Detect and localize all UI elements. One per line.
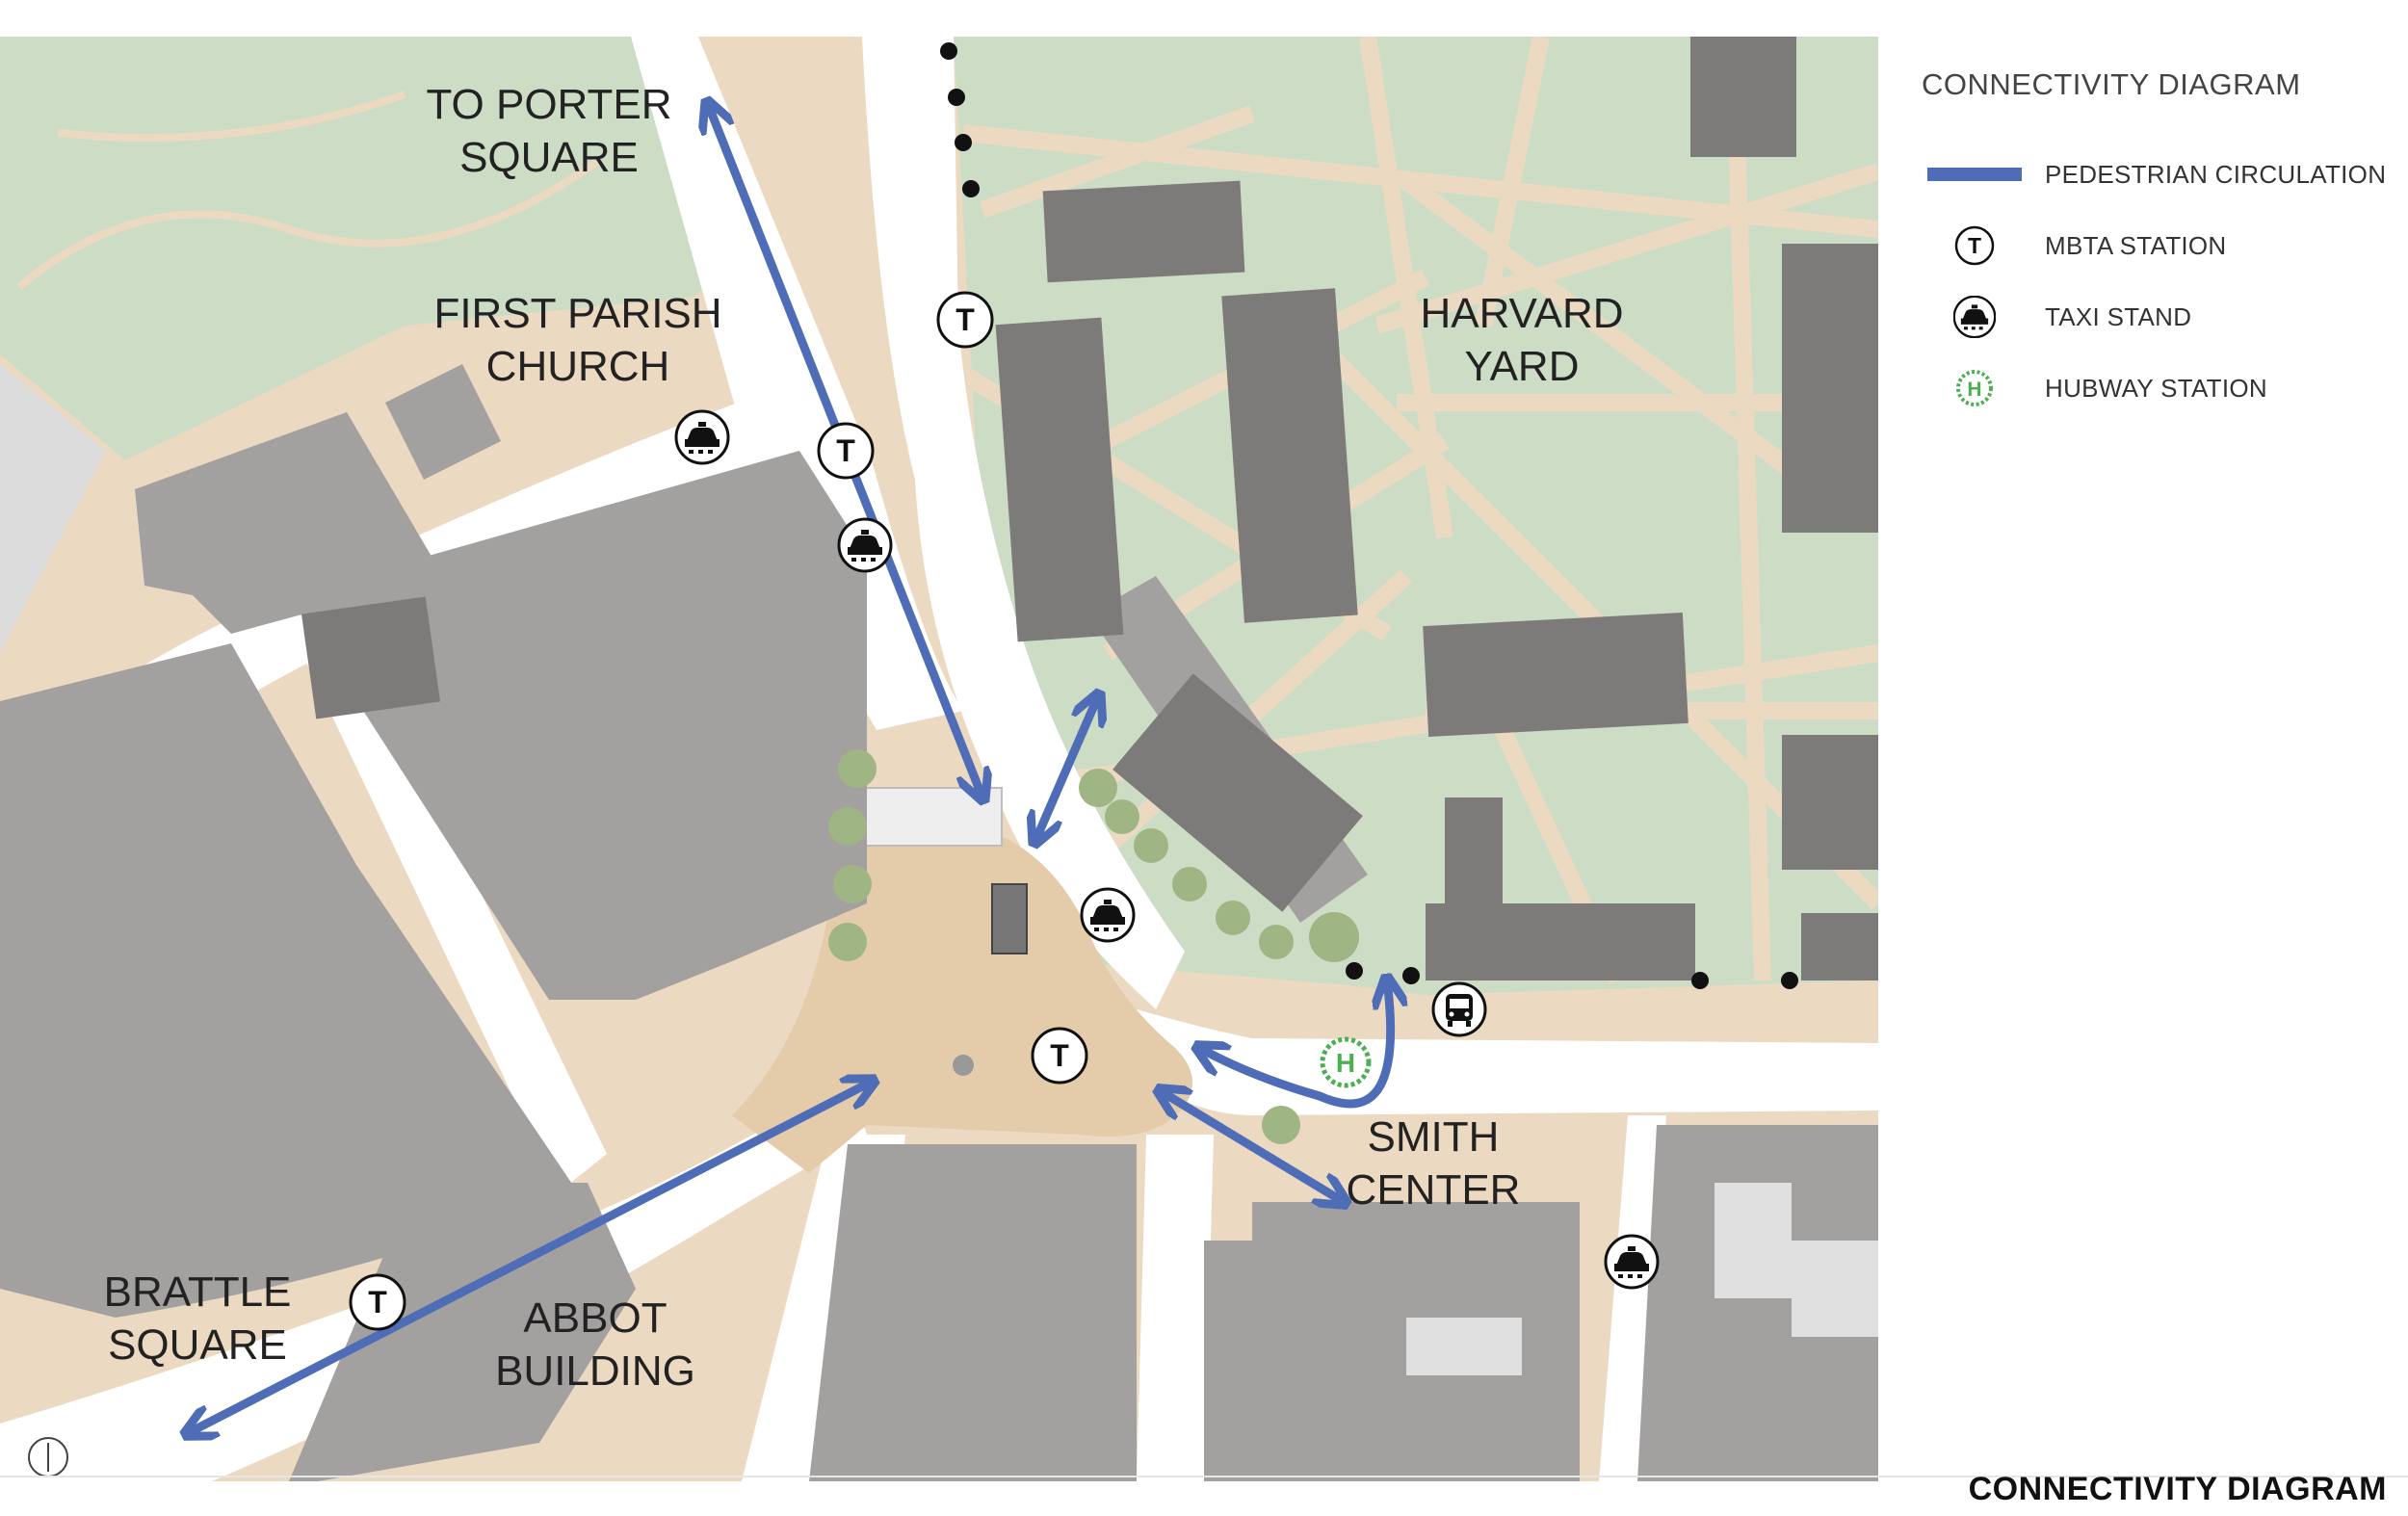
pedestrian-line-icon: [1927, 168, 2022, 181]
legend-label: TAXI STAND: [2045, 301, 2192, 331]
bus-icon: [1431, 981, 1487, 1037]
label-brattle-square: SQUARE: [108, 1321, 287, 1369]
taxi-icon: [837, 517, 893, 573]
mbta-icon: T: [1954, 225, 1995, 266]
label-first-parish: CHURCH: [486, 343, 670, 390]
taxi-icon: [674, 409, 730, 465]
legend-item-hubway: H HUBWAY STATION: [1922, 353, 2394, 424]
legend-label: HUBWAY STATION: [2045, 373, 2267, 403]
svg-text:T: T: [836, 433, 855, 468]
label-harvard-yard: HARVARD: [1420, 290, 1623, 337]
legend: CONNECTIVITY DIAGRAM PEDESTRIAN CIRCULAT…: [1922, 67, 2394, 424]
footer-divider: [0, 1476, 2408, 1477]
hubway-icon: H: [1956, 370, 1993, 406]
parish-green: [0, 37, 732, 460]
mbta-icon: T: [817, 422, 875, 480]
mbta-icon: T: [936, 291, 994, 349]
legend-title: CONNECTIVITY DIAGRAM: [1922, 67, 2301, 101]
hubway-icon: H: [1320, 1036, 1372, 1088]
label-smith-center: SMITH: [1368, 1113, 1500, 1161]
ped-arrow-yard: [1035, 696, 1098, 841]
map-canvas: T T T T H TO PORTER SQUARE FIRST PARISH …: [0, 37, 1878, 1481]
svg-text:T: T: [368, 1285, 387, 1320]
plaza-kiosk: [991, 883, 1028, 954]
mbta-icon: T: [349, 1273, 406, 1331]
taxi-icon: [1604, 1234, 1660, 1290]
legend-label: PEDESTRIAN CIRCULATION: [2045, 159, 2387, 189]
label-smith-center: CENTER: [1347, 1166, 1521, 1214]
svg-text:T: T: [955, 302, 975, 337]
legend-item-taxi: TAXI STAND: [1922, 281, 2394, 353]
label-abbot-building: ABBOT: [523, 1294, 667, 1342]
connectivity-map: T T T T H TO PORTER SQUARE FIRST PARISH …: [0, 37, 1878, 1481]
label-abbot-building: BUILDING: [495, 1347, 695, 1395]
label-brattle-square: BRATTLE: [104, 1268, 292, 1316]
svg-text:T: T: [1050, 1038, 1069, 1073]
svg-text:H: H: [1967, 379, 1981, 401]
legend-item-mbta: T MBTA STATION: [1922, 210, 2394, 281]
footer-title: CONNECTIVITY DIAGRAM: [1968, 1471, 2387, 1507]
legend-label: MBTA STATION: [2045, 230, 2227, 260]
label-harvard-yard: YARD: [1465, 343, 1580, 390]
mbta-icon: T: [1031, 1027, 1088, 1085]
ped-arrow-brattle: [188, 1082, 872, 1433]
taxi-icon: [1953, 296, 1996, 338]
label-porter-square: TO PORTER: [426, 81, 671, 128]
ped-arrow-hubway: [1199, 980, 1391, 1109]
taxi-icon: [1080, 887, 1136, 943]
ped-arrow-smith: [1161, 1091, 1344, 1202]
svg-text:H: H: [1336, 1048, 1355, 1078]
label-first-parish: FIRST PARISH: [433, 290, 721, 337]
legend-item-pedestrian: PEDESTRIAN CIRCULATION: [1922, 139, 2394, 210]
svg-text:T: T: [1968, 233, 1981, 258]
label-porter-square: SQUARE: [459, 134, 639, 181]
gray-lot: [0, 364, 106, 653]
